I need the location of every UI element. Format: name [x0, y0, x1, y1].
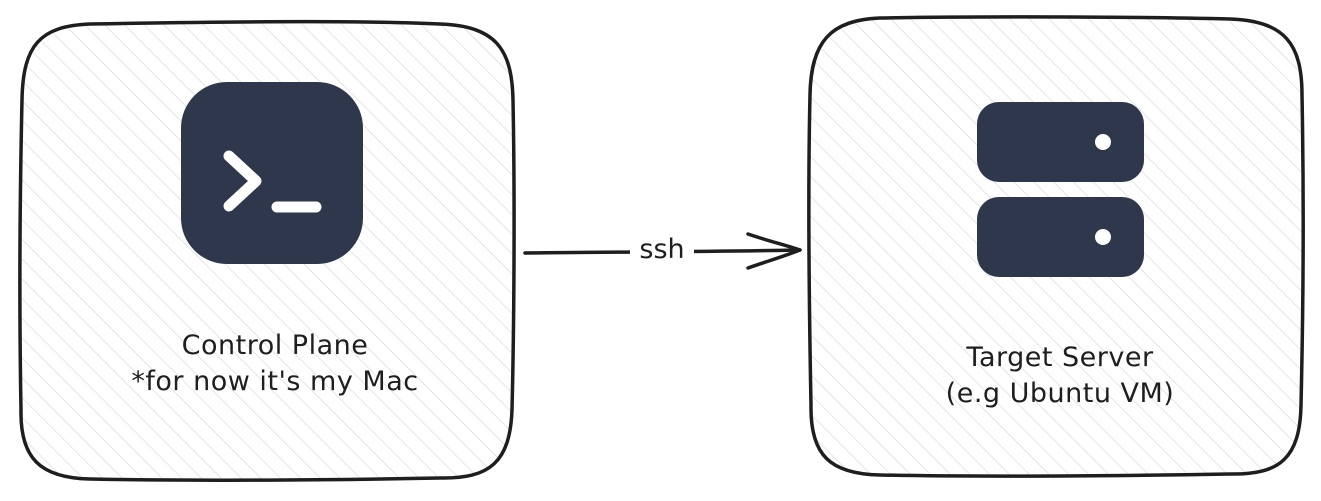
terminal-icon	[181, 82, 363, 264]
target-server-label: Target Server (e.g Ubuntu VM)	[850, 340, 1270, 412]
target-server-title: Target Server	[966, 342, 1154, 373]
control-plane-title: Control Plane	[181, 330, 369, 361]
edge-label-ssh: ssh	[630, 232, 694, 268]
server-icon	[977, 102, 1144, 277]
target-server-subtitle: (e.g Ubuntu VM)	[945, 378, 1175, 409]
control-plane-subtitle: *for now it's my Mac	[131, 366, 419, 397]
control-plane-label: Control Plane *for now it's my Mac	[60, 328, 490, 400]
